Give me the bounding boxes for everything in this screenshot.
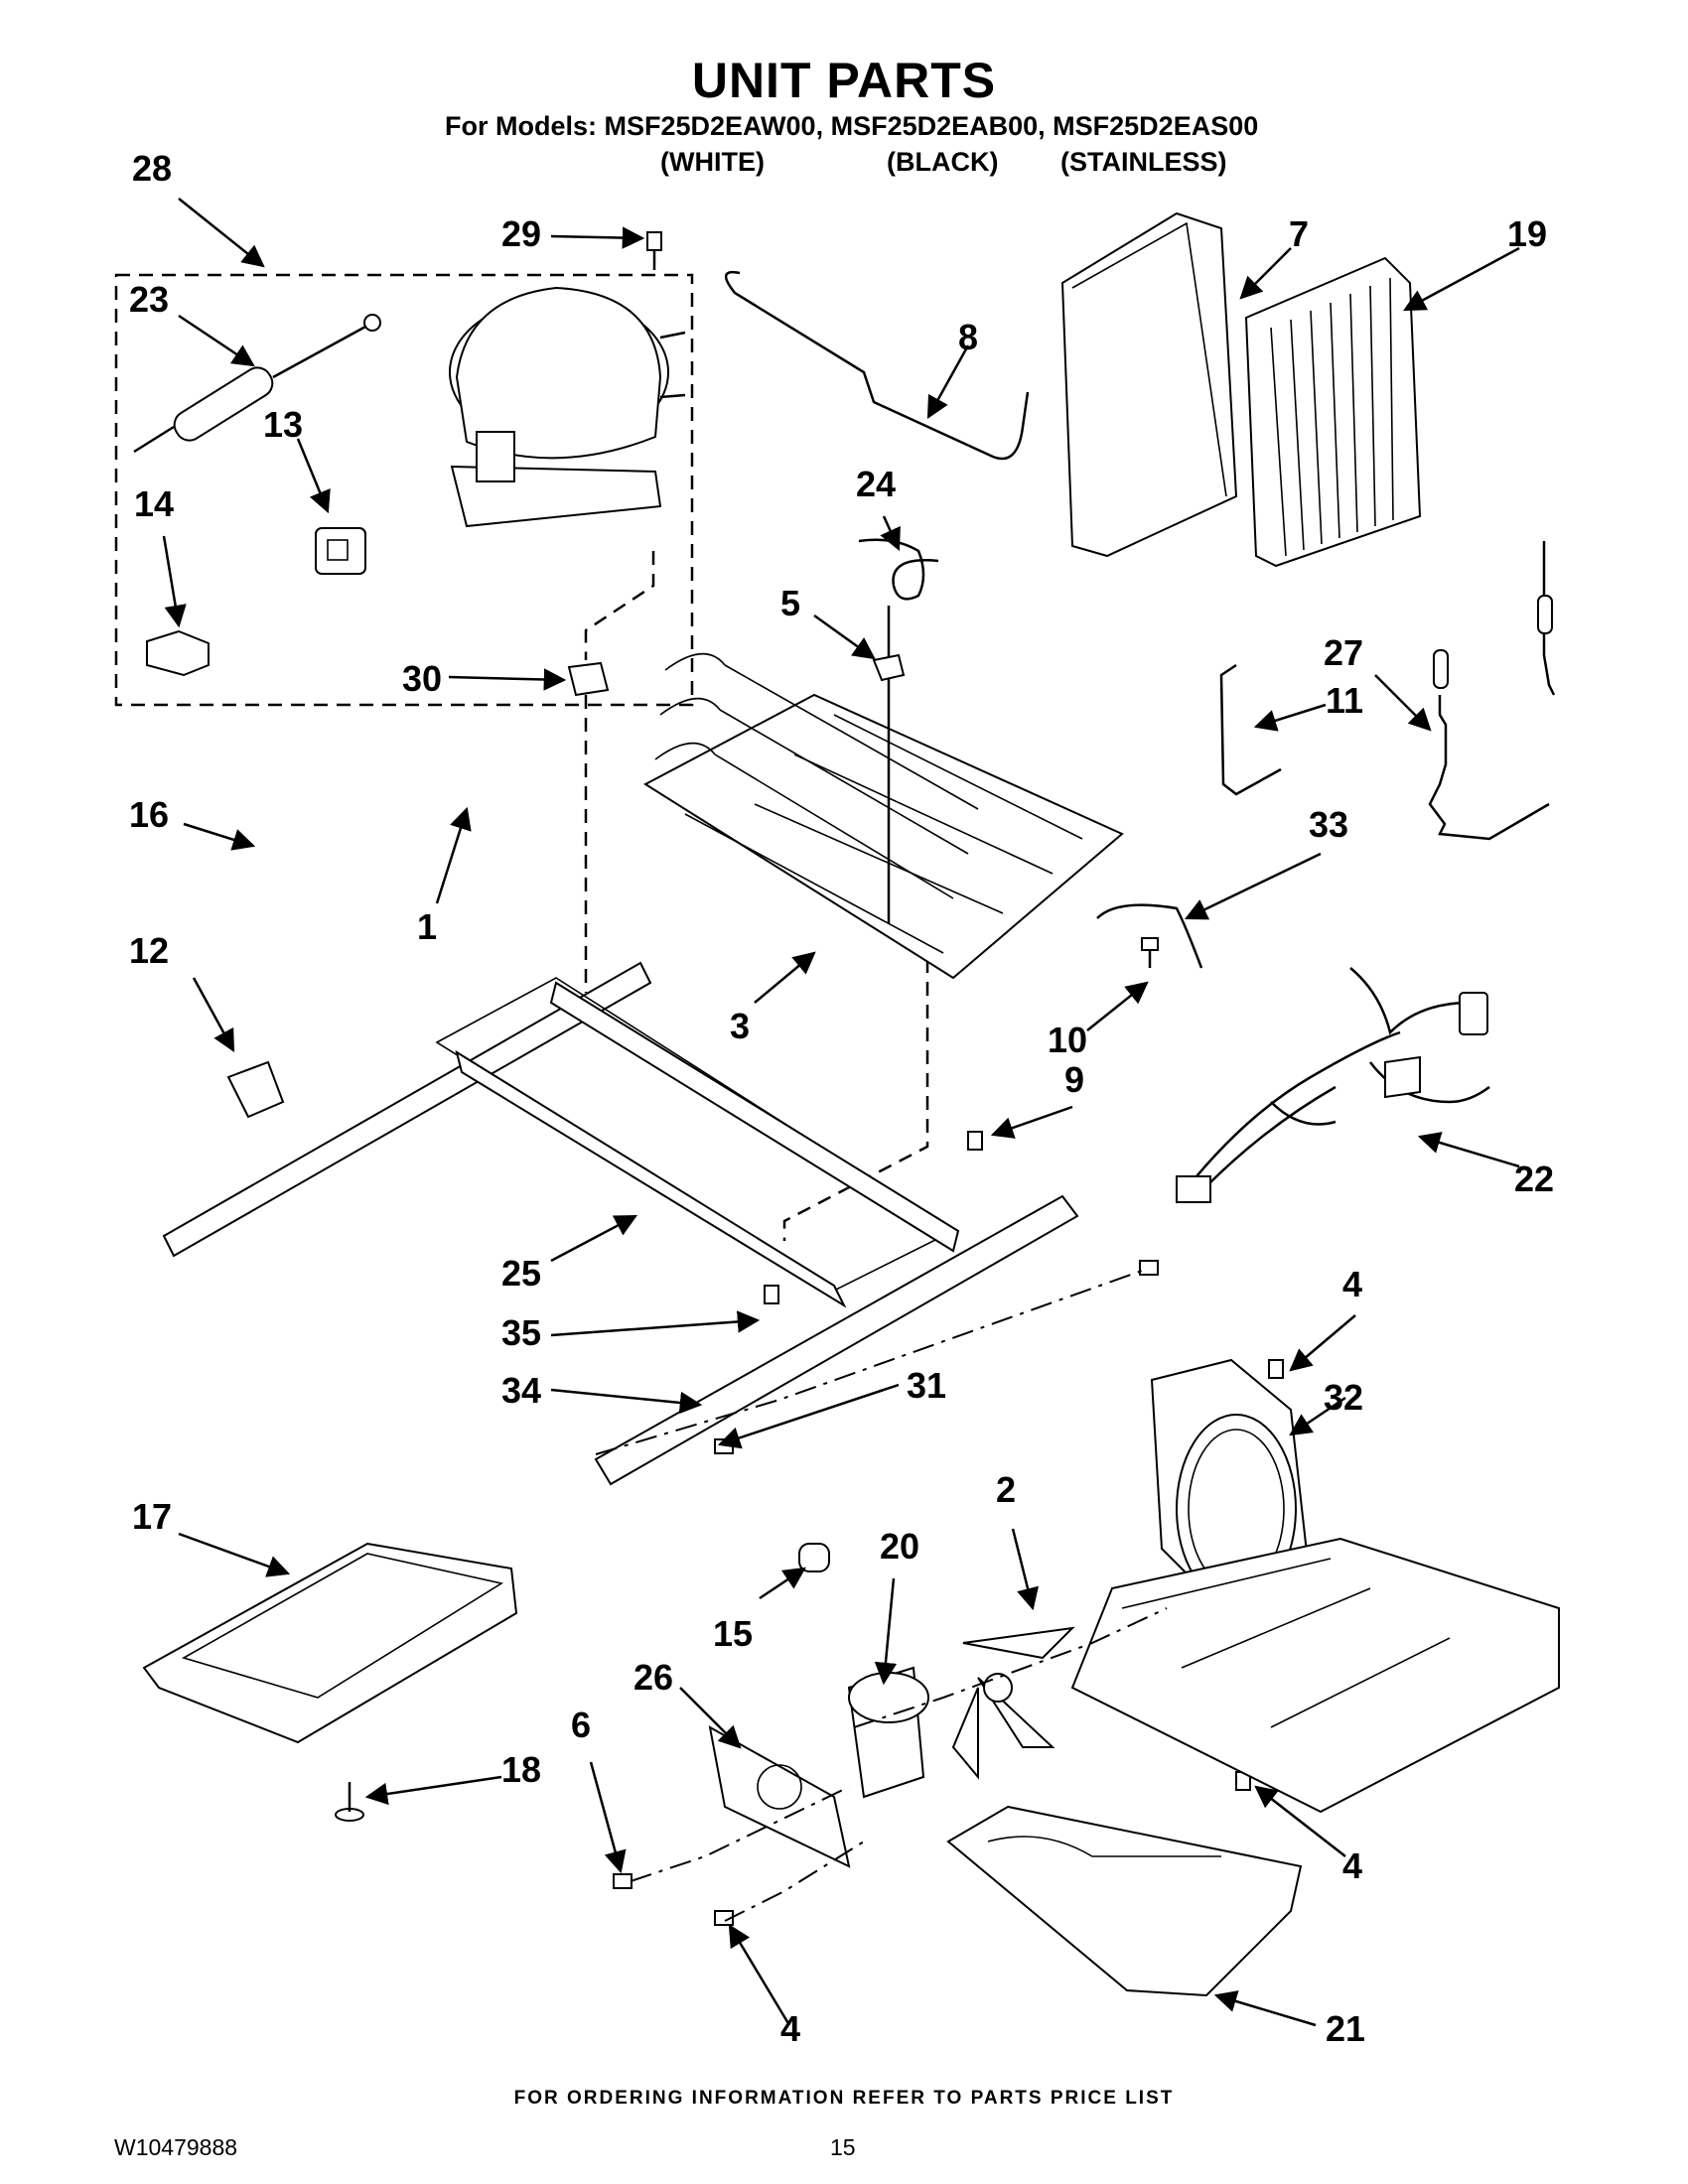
compressor-part — [449, 286, 686, 528]
variant-white: (WHITE) — [660, 147, 765, 177]
wiring-harness-part — [1196, 967, 1490, 1187]
document-number: W10479888 — [114, 2134, 238, 2160]
callout-3: 3 — [730, 1006, 751, 1046]
relay-part — [315, 527, 366, 575]
callout-16: 16 — [129, 794, 170, 835]
callout-12: 12 — [129, 930, 170, 971]
callout-8: 8 — [958, 317, 979, 357]
callout-25: 25 — [501, 1253, 542, 1294]
fan-shroud-part — [1070, 1358, 1560, 1814]
evaporator-cover-part — [1060, 211, 1238, 558]
leveling-foot-part — [335, 1782, 364, 1822]
callout-23: 23 — [129, 279, 170, 320]
callout-24: 24 — [856, 464, 897, 504]
callout-7: 7 — [1289, 213, 1310, 254]
grommet-part-15 — [798, 1543, 830, 1572]
callout-6: 6 — [571, 1705, 592, 1745]
motor-bracket-part — [708, 1725, 851, 1868]
callout-19: 19 — [1507, 213, 1548, 254]
page-title: UNIT PARTS — [691, 53, 997, 108]
variant-black: (BLACK) — [887, 147, 999, 177]
callout-28: 28 — [132, 148, 173, 189]
clip-part-12 — [226, 1060, 285, 1119]
screw-part-29 — [646, 231, 662, 270]
callout-9: 9 — [1064, 1059, 1085, 1100]
drain-pan-part — [946, 1805, 1303, 1997]
callout-10: 10 — [1048, 1020, 1088, 1060]
compressor-kit-outline — [114, 273, 694, 707]
callout-35: 35 — [501, 1312, 542, 1353]
callout-15: 15 — [713, 1613, 754, 1654]
callout-34: 34 — [501, 1370, 542, 1411]
callout-13: 13 — [263, 404, 304, 445]
variant-stainless: (STAINLESS) — [1060, 147, 1227, 177]
grommet-part — [567, 661, 610, 697]
fan-motor-part — [847, 1666, 929, 1799]
callout-21: 21 — [1326, 2008, 1366, 2049]
callout-20: 20 — [880, 1526, 920, 1567]
callout-5: 5 — [780, 583, 801, 623]
filter-drier-part — [133, 314, 381, 454]
overload-part — [146, 629, 210, 677]
screw-part-10 — [1141, 937, 1159, 968]
callout-11: 11 — [1326, 680, 1364, 721]
callout-4-top: 4 — [1342, 1264, 1363, 1304]
models-line: For Models: MSF25D2EAW00, MSF25D2EAB00, … — [445, 111, 1259, 141]
callout-2: 2 — [996, 1469, 1017, 1510]
callout-30: 30 — [402, 658, 443, 699]
callout-32: 32 — [1324, 1377, 1364, 1418]
callout-1: 1 — [417, 906, 438, 947]
callout-27: 27 — [1324, 632, 1364, 673]
callout-18: 18 — [501, 1749, 542, 1790]
callout-14: 14 — [134, 483, 175, 524]
base-frame-part — [162, 961, 960, 1308]
callout-4-middle: 4 — [1342, 1845, 1363, 1886]
page-number: 15 — [830, 2134, 856, 2160]
evaporator-coil-part — [643, 606, 1124, 980]
rail-part-34 — [594, 1194, 1079, 1486]
callout-33: 33 — [1309, 804, 1349, 845]
callout-26: 26 — [633, 1657, 674, 1698]
callout-4-bottom: 4 — [780, 2008, 801, 2049]
callout-17: 17 — [132, 1496, 173, 1537]
callout-31: 31 — [907, 1365, 947, 1406]
condenser-part — [1244, 256, 1422, 568]
callout-22: 22 — [1514, 1159, 1555, 1199]
callout-29: 29 — [501, 213, 542, 254]
ordering-note: FOR ORDERING INFORMATION REFER TO PARTS … — [513, 2088, 1175, 2109]
fan-blade-part — [951, 1626, 1075, 1780]
insulation-part — [142, 1542, 518, 1744]
